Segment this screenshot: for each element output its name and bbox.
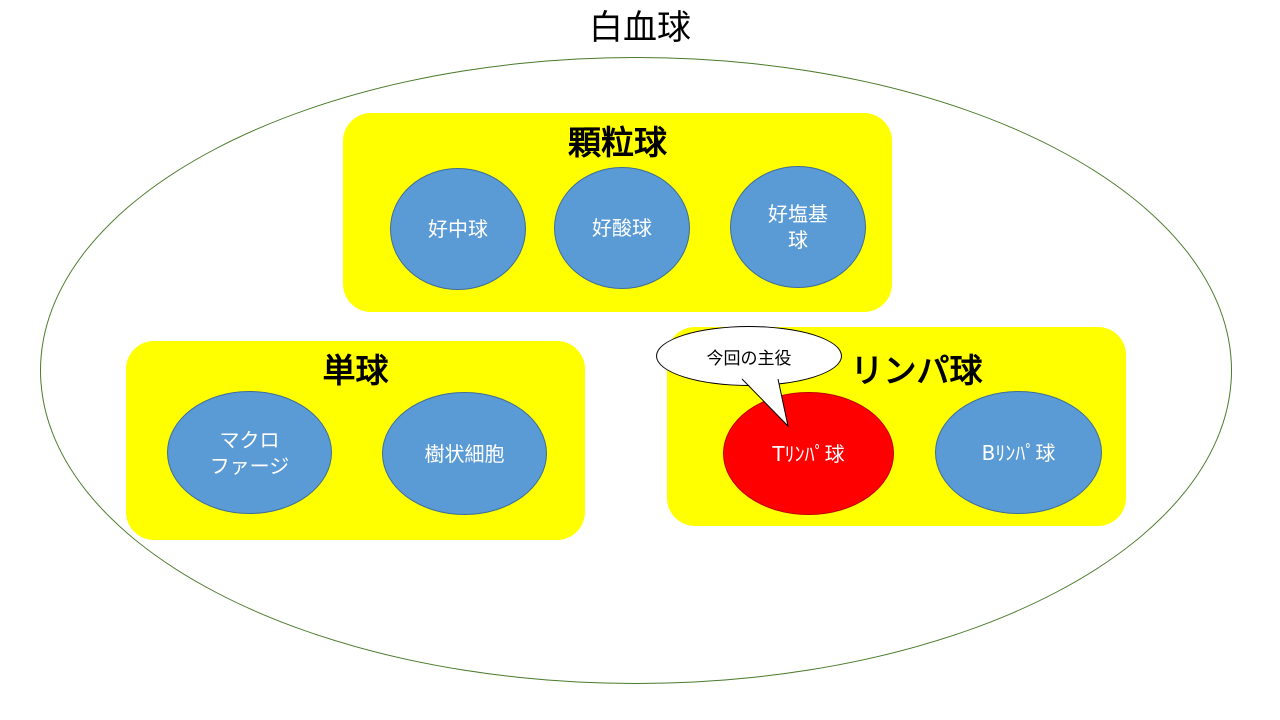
basophil-node: 好塩基 球 [730,166,866,288]
monocyte-group: 単球 マクロ ファージ 樹状細胞 [126,341,585,540]
callout-tail [741,378,789,428]
dendritic-cell-label: 樹状細胞 [424,441,505,466]
diagram-title: 白血球 [589,8,691,48]
lymphocyte-title: リンパ球 [850,351,983,390]
macrophage-node: マクロ ファージ [167,391,332,514]
granulocyte-group: 顆粒球 好中球 好酸球 好塩基 球 [343,113,892,312]
b-lymphocyte-node: Bﾘﾝﾊﾟ球 [935,391,1102,514]
t-lymphocyte-node: Tﾘﾝﾊﾟ球 [723,392,894,515]
neutrophil-node: 好中球 [390,168,526,290]
callout-text: 今回の主役 [706,348,792,369]
lymphocyte-group: リンパ球 Tﾘﾝﾊﾟ球 Bﾘﾝﾊﾟ球 [667,327,1126,526]
monocyte-title: 単球 [322,351,389,390]
granulocyte-title: 顆粒球 [568,123,667,162]
b-lymphocyte-label: Bﾘﾝﾊﾟ球 [981,440,1056,465]
macrophage-label: マクロ ファージ [209,427,290,478]
eosinophil-node: 好酸球 [554,167,690,289]
callout-bubble: 今回の主役 [656,326,842,386]
eosinophil-label: 好酸球 [592,216,652,240]
basophil-label: 好塩基 球 [768,202,828,252]
dendritic-cell-node: 樹状細胞 [382,392,547,515]
white-blood-cell-ellipse [40,57,1232,684]
neutrophil-label: 好中球 [428,217,488,241]
t-lymphocyte-label: Tﾘﾝﾊﾟ球 [772,441,845,466]
